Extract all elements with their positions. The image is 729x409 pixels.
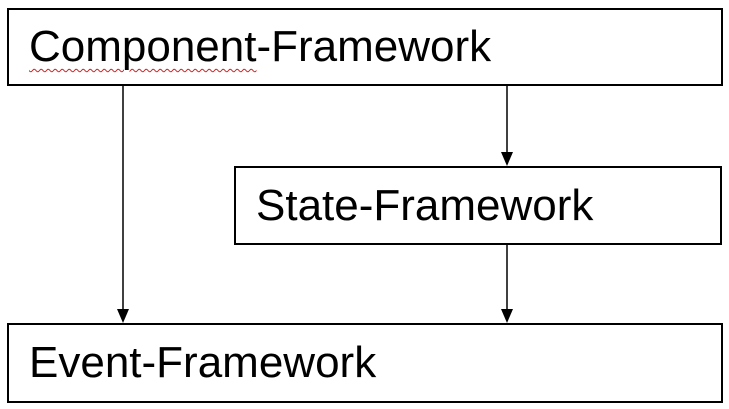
component-framework-node: Component-Framework	[7, 8, 723, 86]
edge-component-to-state	[501, 86, 513, 166]
event-framework-label: Event-Framework	[29, 338, 377, 387]
component-word: Component	[29, 22, 257, 71]
component-framework-label: Component-Framework	[29, 25, 491, 69]
state-framework-node: State-Framework	[234, 166, 722, 245]
edge-state-to-event	[501, 245, 513, 323]
event-framework-node: Event-Framework	[7, 323, 723, 403]
state-framework-label: State-Framework	[256, 180, 594, 230]
component-framework-suffix: -Framework	[256, 22, 492, 71]
edge-component-to-event	[117, 86, 129, 323]
